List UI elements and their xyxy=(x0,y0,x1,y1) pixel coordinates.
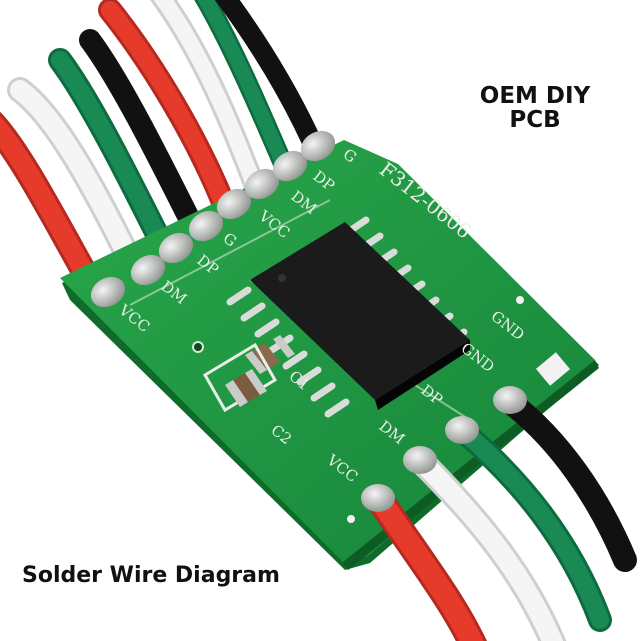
oem-caption-line1: OEM DIY xyxy=(479,83,591,109)
oem-caption: OEM DIY PCB xyxy=(470,84,600,132)
solder-joints-upper xyxy=(90,130,336,308)
capacitor-c2 xyxy=(202,342,278,413)
solder-joints-lower xyxy=(361,386,527,512)
test-pad xyxy=(535,352,571,386)
oem-caption-line2: PCB xyxy=(509,107,561,133)
bottom-caption: Solder Wire Diagram xyxy=(22,563,280,588)
wires-lower-right xyxy=(366,390,637,641)
